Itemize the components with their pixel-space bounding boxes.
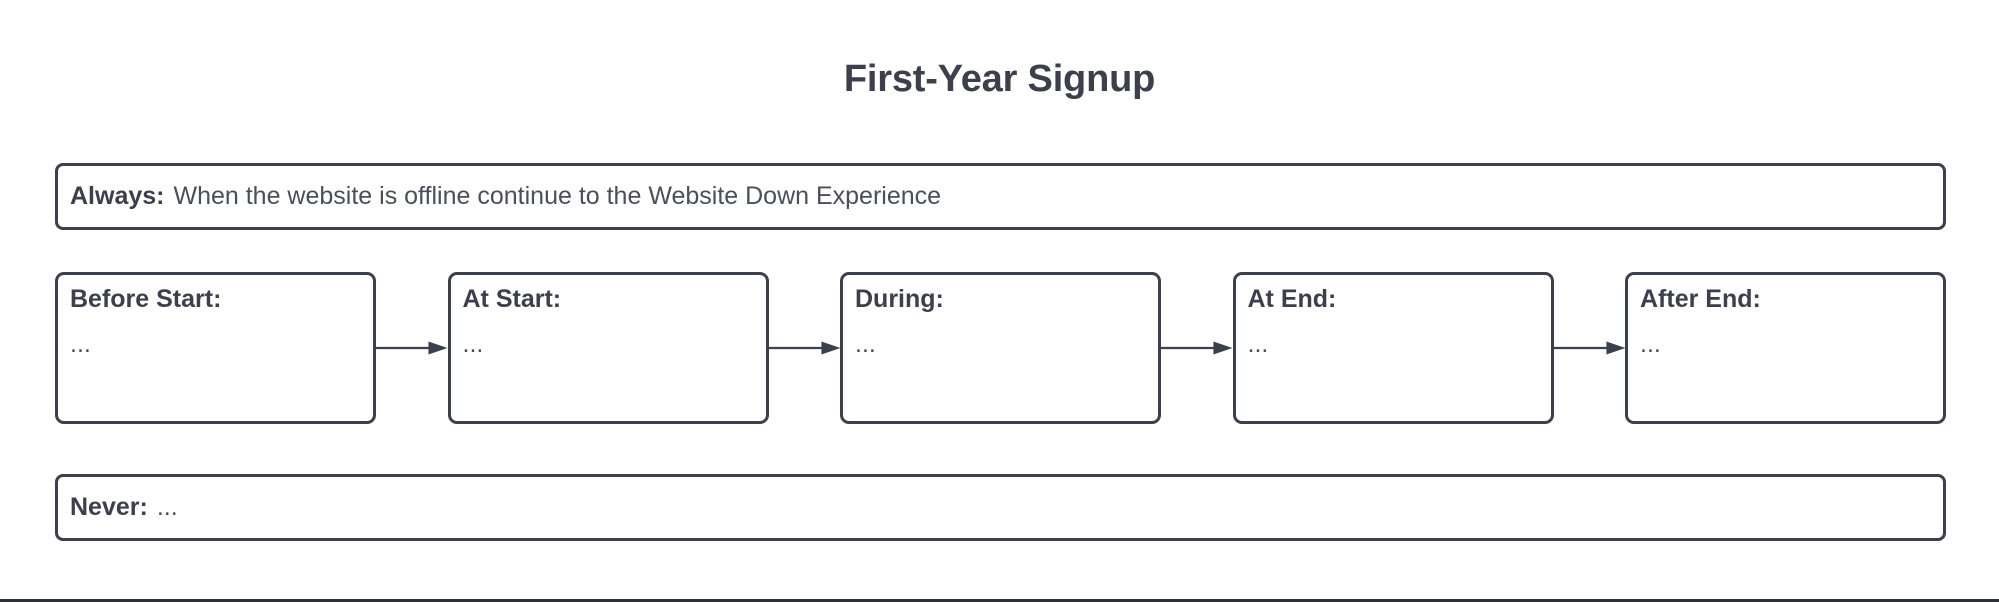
arrow-during-to-at-end [1161,338,1233,358]
stage-body: ... [1247,330,1269,359]
stage-title: At Start: [462,285,562,313]
stage-title: At End: [1247,285,1337,313]
stage-row: Before Start: ... At Start: ... During: … [55,272,1946,424]
stage-body: ... [462,330,484,359]
stage-box-after-end[interactable]: After End: ... [1625,272,1946,424]
stage-body: ... [855,330,876,359]
always-label: Always: [70,182,165,210]
stage-title: After End: [1640,285,1761,313]
stage-box-before-start[interactable]: Before Start: ... [55,272,376,424]
always-text: When the website is offline continue to … [173,182,942,210]
never-text: ... [156,493,178,521]
always-row: Always: When the website is offline cont… [55,163,1946,230]
bottom-divider [0,599,1999,602]
arrow-at-start-to-during [768,338,840,358]
arrow-before-start-to-at-start [376,338,448,358]
never-row: Never: ... [55,474,1946,541]
arrow-at-end-to-after-end [1553,338,1625,358]
stage-body: ... [1640,330,1661,359]
stage-box-during[interactable]: During: ... [840,272,1161,424]
stage-box-at-start[interactable]: At Start: ... [447,272,769,424]
never-label: Never: [70,493,148,521]
stage-title: Before Start: [70,285,222,313]
page-title: First-Year Signup [843,58,1156,100]
stage-title: During: [855,285,944,313]
stage-box-at-end[interactable]: At End: ... [1232,272,1554,424]
stage-body: ... [70,330,91,359]
